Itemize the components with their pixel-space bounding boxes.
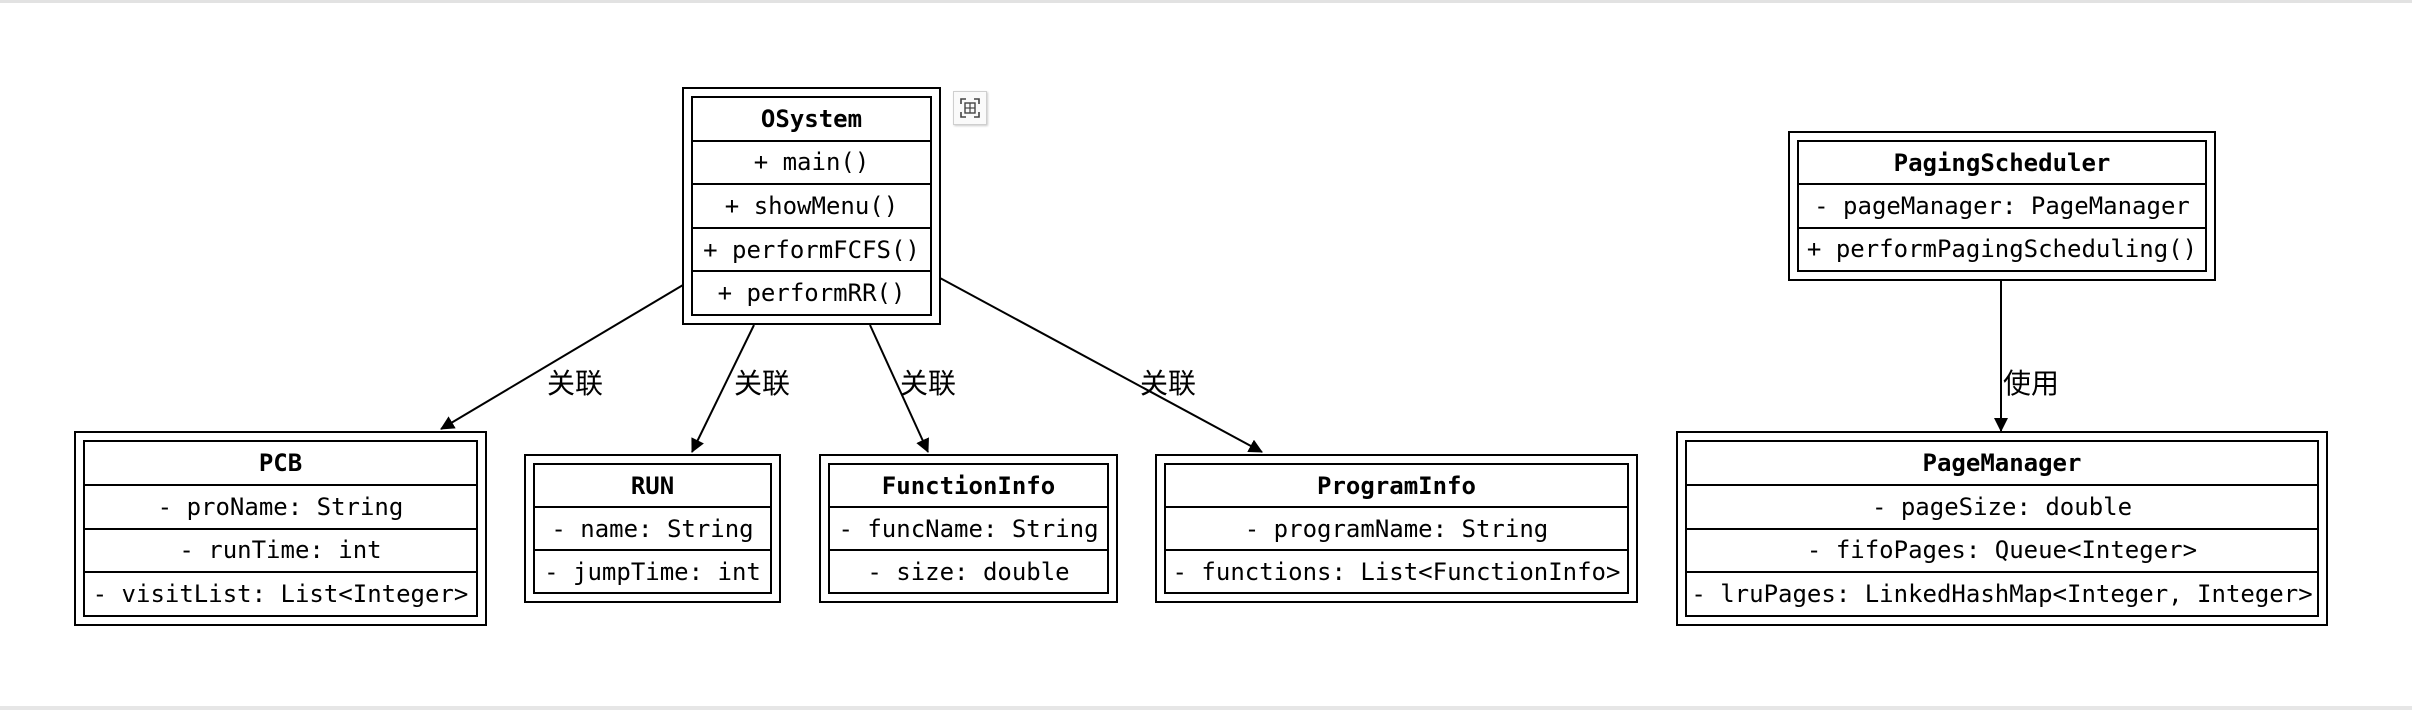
class-programinfo[interactable]: ProgramInfo - programName: String - func… bbox=[1155, 454, 1638, 603]
class-pcb[interactable]: PCB - proName: String - runTime: int - v… bbox=[74, 431, 487, 626]
bottom-border bbox=[0, 706, 2412, 710]
expand-icon-glyph bbox=[960, 98, 980, 118]
class-member: - jumpTime: int bbox=[535, 549, 770, 592]
class-name: FunctionInfo bbox=[881, 471, 1056, 500]
relation-label: 关联 bbox=[900, 367, 957, 400]
class-name: ProgramInfo bbox=[1317, 471, 1476, 500]
class-member: + showMenu() bbox=[693, 183, 930, 227]
class-member: - functions: List<FunctionInfo> bbox=[1166, 549, 1627, 592]
class-member: - pageManager: PageManager bbox=[1799, 183, 2205, 226]
class-member: + performFCFS() bbox=[693, 226, 930, 271]
relation-osystem-pcb bbox=[440, 284, 684, 430]
class-member: - name: String bbox=[535, 506, 770, 549]
class-member: - pageSize: double bbox=[1687, 483, 2317, 528]
class-osystem[interactable]: OSystem + main() + showMenu() + performF… bbox=[682, 87, 941, 325]
relation-osystem-run bbox=[691, 324, 755, 453]
class-run[interactable]: RUN - name: String - jumpTime: int bbox=[524, 454, 781, 603]
class-member: - funcName: String bbox=[830, 506, 1107, 549]
class-name: RUN bbox=[630, 471, 675, 500]
relation-label: 关联 bbox=[547, 367, 604, 400]
class-member: - programName: String bbox=[1166, 506, 1627, 549]
class-name: PCB bbox=[258, 448, 303, 477]
expand-icon[interactable] bbox=[953, 91, 987, 125]
relation-label: 关联 bbox=[734, 367, 791, 400]
relation-osystem-functioninfo bbox=[869, 324, 929, 453]
class-name: PageManager bbox=[1922, 448, 2082, 477]
relation-label: 使用 bbox=[2003, 367, 2060, 400]
class-member: - size: double bbox=[830, 549, 1107, 592]
class-member: + performRR() bbox=[693, 270, 930, 314]
class-member: + performPagingScheduling() bbox=[1799, 226, 2205, 270]
relation-osystem-programinfo bbox=[939, 277, 1263, 453]
class-member: - fifoPages: Queue<Integer> bbox=[1687, 527, 2317, 572]
class-member: - lruPages: LinkedHashMap<Integer, Integ… bbox=[1687, 571, 2317, 615]
top-border bbox=[0, 0, 2412, 3]
class-name: OSystem bbox=[760, 104, 863, 133]
class-pagingscheduler[interactable]: PagingScheduler - pageManager: PageManag… bbox=[1788, 131, 2216, 281]
class-member: - runTime: int bbox=[85, 527, 476, 572]
class-name: PagingScheduler bbox=[1893, 148, 2111, 177]
class-member: + main() bbox=[693, 139, 930, 184]
class-member: - proName: String bbox=[85, 483, 476, 528]
relation-label: 关联 bbox=[1140, 367, 1197, 400]
class-member: - visitList: List<Integer> bbox=[85, 571, 476, 615]
class-functioninfo[interactable]: FunctionInfo - funcName: String - size: … bbox=[819, 454, 1118, 603]
class-pagemanager[interactable]: PageManager - pageSize: double - fifoPag… bbox=[1676, 431, 2328, 626]
